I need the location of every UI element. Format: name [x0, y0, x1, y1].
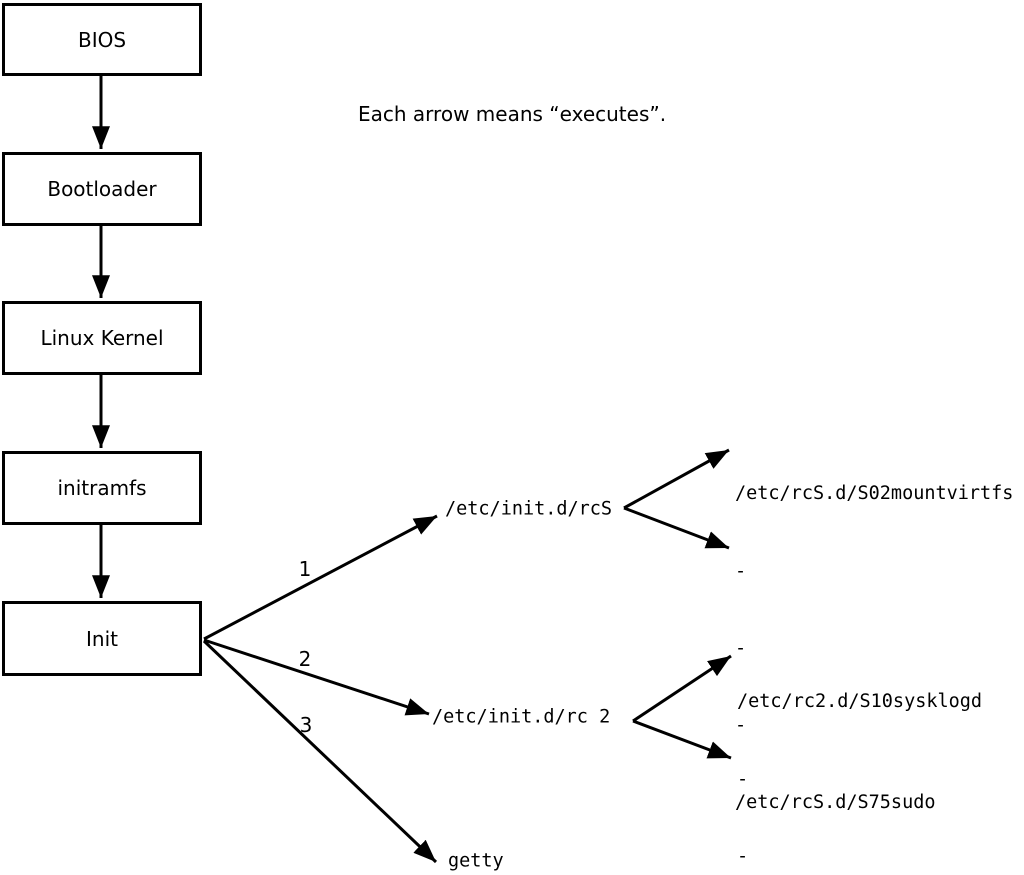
rcs-script-list: /etc/rcS.d/S02mountvirtfs - - - /etc/rcS…	[735, 430, 1013, 867]
box-init-label: Init	[86, 626, 118, 651]
box-linux-kernel: Linux Kernel	[2, 301, 202, 375]
branch-1-target: /etc/init.d/rcS	[445, 498, 613, 520]
rc2-script-item: /etc/rc2.d/S10sysklogd	[737, 691, 983, 713]
arrow-init-to-rc2	[203, 638, 430, 716]
arrow-rc2-to-first-script	[632, 654, 732, 723]
box-bios-label: BIOS	[77, 27, 127, 52]
arrow-init-to-rcs	[203, 514, 438, 641]
rc2-script-ellipsis: -	[737, 845, 749, 867]
arrow-rc2-to-last-script	[632, 719, 732, 760]
branch-2-number: 2	[298, 647, 312, 671]
rc2-script-list: /etc/rc2.d/S10sysklogd - - - /etc/rc2.d/…	[737, 638, 982, 875]
branch-3-target: getty	[448, 850, 504, 872]
box-bios: BIOS	[2, 3, 202, 76]
arrow-rcs-to-last-script	[623, 506, 730, 550]
legend-note: Each arrow means “executes”.	[358, 102, 667, 126]
box-bootloader: Bootloader	[2, 152, 202, 226]
branch-1-number: 1	[298, 557, 312, 581]
box-initramfs-label: initramfs	[57, 476, 147, 500]
box-bootloader-label: Bootloader	[47, 177, 157, 201]
rcs-script-item: /etc/rcS.d/S02mountvirtfs	[735, 483, 1014, 505]
rcs-script-item: /etc/rcS.d/S75sudo	[735, 791, 936, 813]
rcs-script-ellipsis: -	[735, 714, 747, 736]
rcs-script-ellipsis: -	[735, 637, 747, 659]
box-initramfs: initramfs	[2, 451, 202, 525]
arrow-rcs-to-first-script	[623, 448, 730, 510]
branch-2-target: /etc/init.d/rc 2	[432, 706, 611, 728]
arrow-init-to-getty	[202, 639, 438, 864]
rc2-script-ellipsis: -	[737, 768, 749, 790]
box-linux-kernel-label: Linux Kernel	[40, 326, 164, 350]
branch-3-number: 3	[299, 713, 313, 737]
box-init: Init	[2, 601, 202, 676]
rcs-script-ellipsis: -	[735, 560, 747, 582]
